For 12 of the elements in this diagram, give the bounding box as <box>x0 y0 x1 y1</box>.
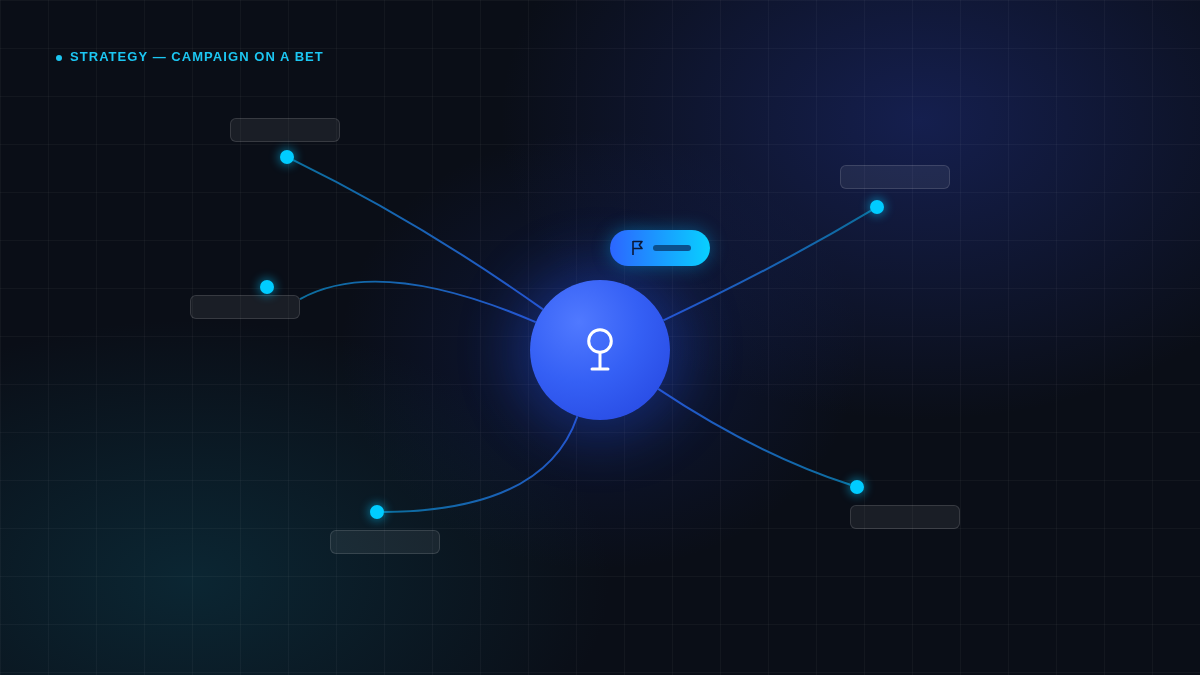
diagram-title: STRATEGY — CAMPAIGN ON A BET <box>70 49 324 65</box>
connector-line <box>657 387 852 486</box>
placeholder-box <box>190 295 300 319</box>
placeholder-box <box>230 118 340 142</box>
connector-line <box>383 415 579 513</box>
connector-line <box>292 159 544 311</box>
placeholder-box <box>840 165 950 189</box>
placeholder-box <box>330 530 440 554</box>
connector-line <box>299 280 537 324</box>
connector-line <box>662 209 872 322</box>
status-pill <box>610 230 710 266</box>
placeholder-box <box>850 505 960 529</box>
